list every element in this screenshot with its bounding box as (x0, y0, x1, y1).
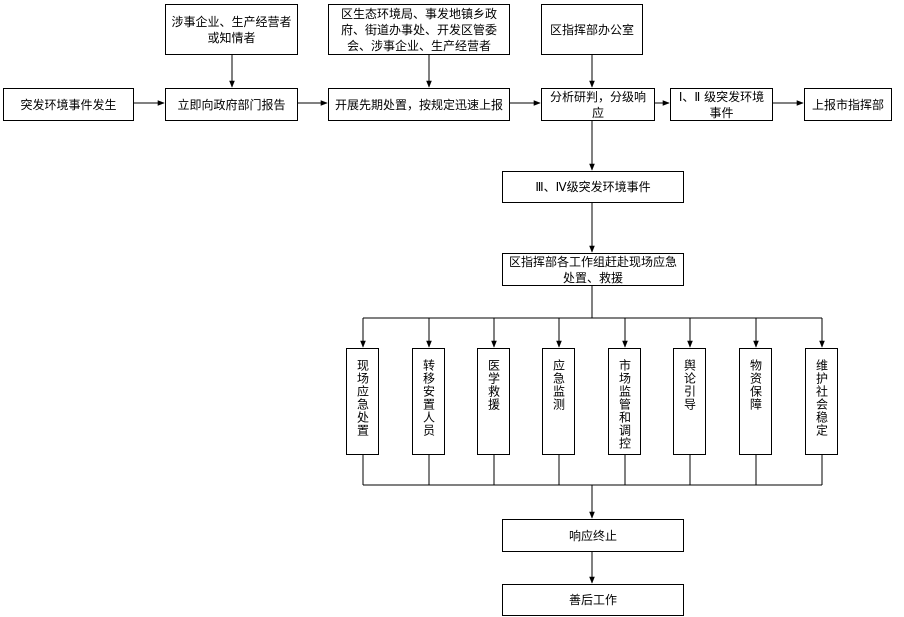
node-event-occurs: 突发环境事件发生 (3, 88, 134, 121)
node-initial-response: 开展先期处置，按规定迅速上报 (328, 88, 510, 121)
team-box-market-supervision: 市场监管和调控 (608, 348, 641, 455)
team-label: 现场应急处置 (355, 359, 370, 437)
node-district-office: 区指挥部办公室 (541, 4, 643, 55)
node-grade-3-4: Ⅲ、Ⅳ级突发环境事件 (502, 171, 684, 203)
team-label: 舆论引导 (682, 359, 697, 411)
node-report-to-gov: 立即向政府部门报告 (165, 88, 298, 121)
node-agencies: 区生态环境局、事发地镇乡政府、街道办事处、开发区管委会、涉事企业、生产经营者 (328, 4, 510, 55)
team-box-medical-rescue: 医学救援 (477, 348, 510, 455)
team-label: 医学救援 (486, 359, 501, 411)
node-response-end: 响应终止 (502, 519, 684, 552)
team-label: 维护社会稳定 (814, 359, 829, 437)
node-report-city: 上报市指挥部 (804, 88, 892, 121)
node-teams-to-scene: 区指挥部各工作组赶赴现场应急处置、救援 (502, 253, 684, 286)
team-label: 市场监管和调控 (617, 359, 632, 450)
team-box-onsite-disposal: 现场应急处置 (346, 348, 379, 455)
node-involved-enterprise: 涉事企业、生产经营者或知情者 (165, 4, 298, 55)
team-box-supplies: 物资保障 (739, 348, 772, 455)
team-box-public-opinion: 舆论引导 (673, 348, 706, 455)
node-grade-1-2: Ⅰ、Ⅱ 级突发环境事件 (670, 88, 773, 121)
node-aftermath: 善后工作 (502, 584, 684, 616)
team-label: 转移安置人员 (421, 359, 436, 437)
node-analyze-grade: 分析研判，分级响应 (541, 88, 655, 121)
team-box-social-stability: 维护社会稳定 (805, 348, 838, 455)
team-label: 应急监测 (551, 359, 566, 411)
team-box-emergency-monitoring: 应急监测 (542, 348, 575, 455)
team-box-relocation: 转移安置人员 (412, 348, 445, 455)
team-label: 物资保障 (748, 359, 763, 411)
